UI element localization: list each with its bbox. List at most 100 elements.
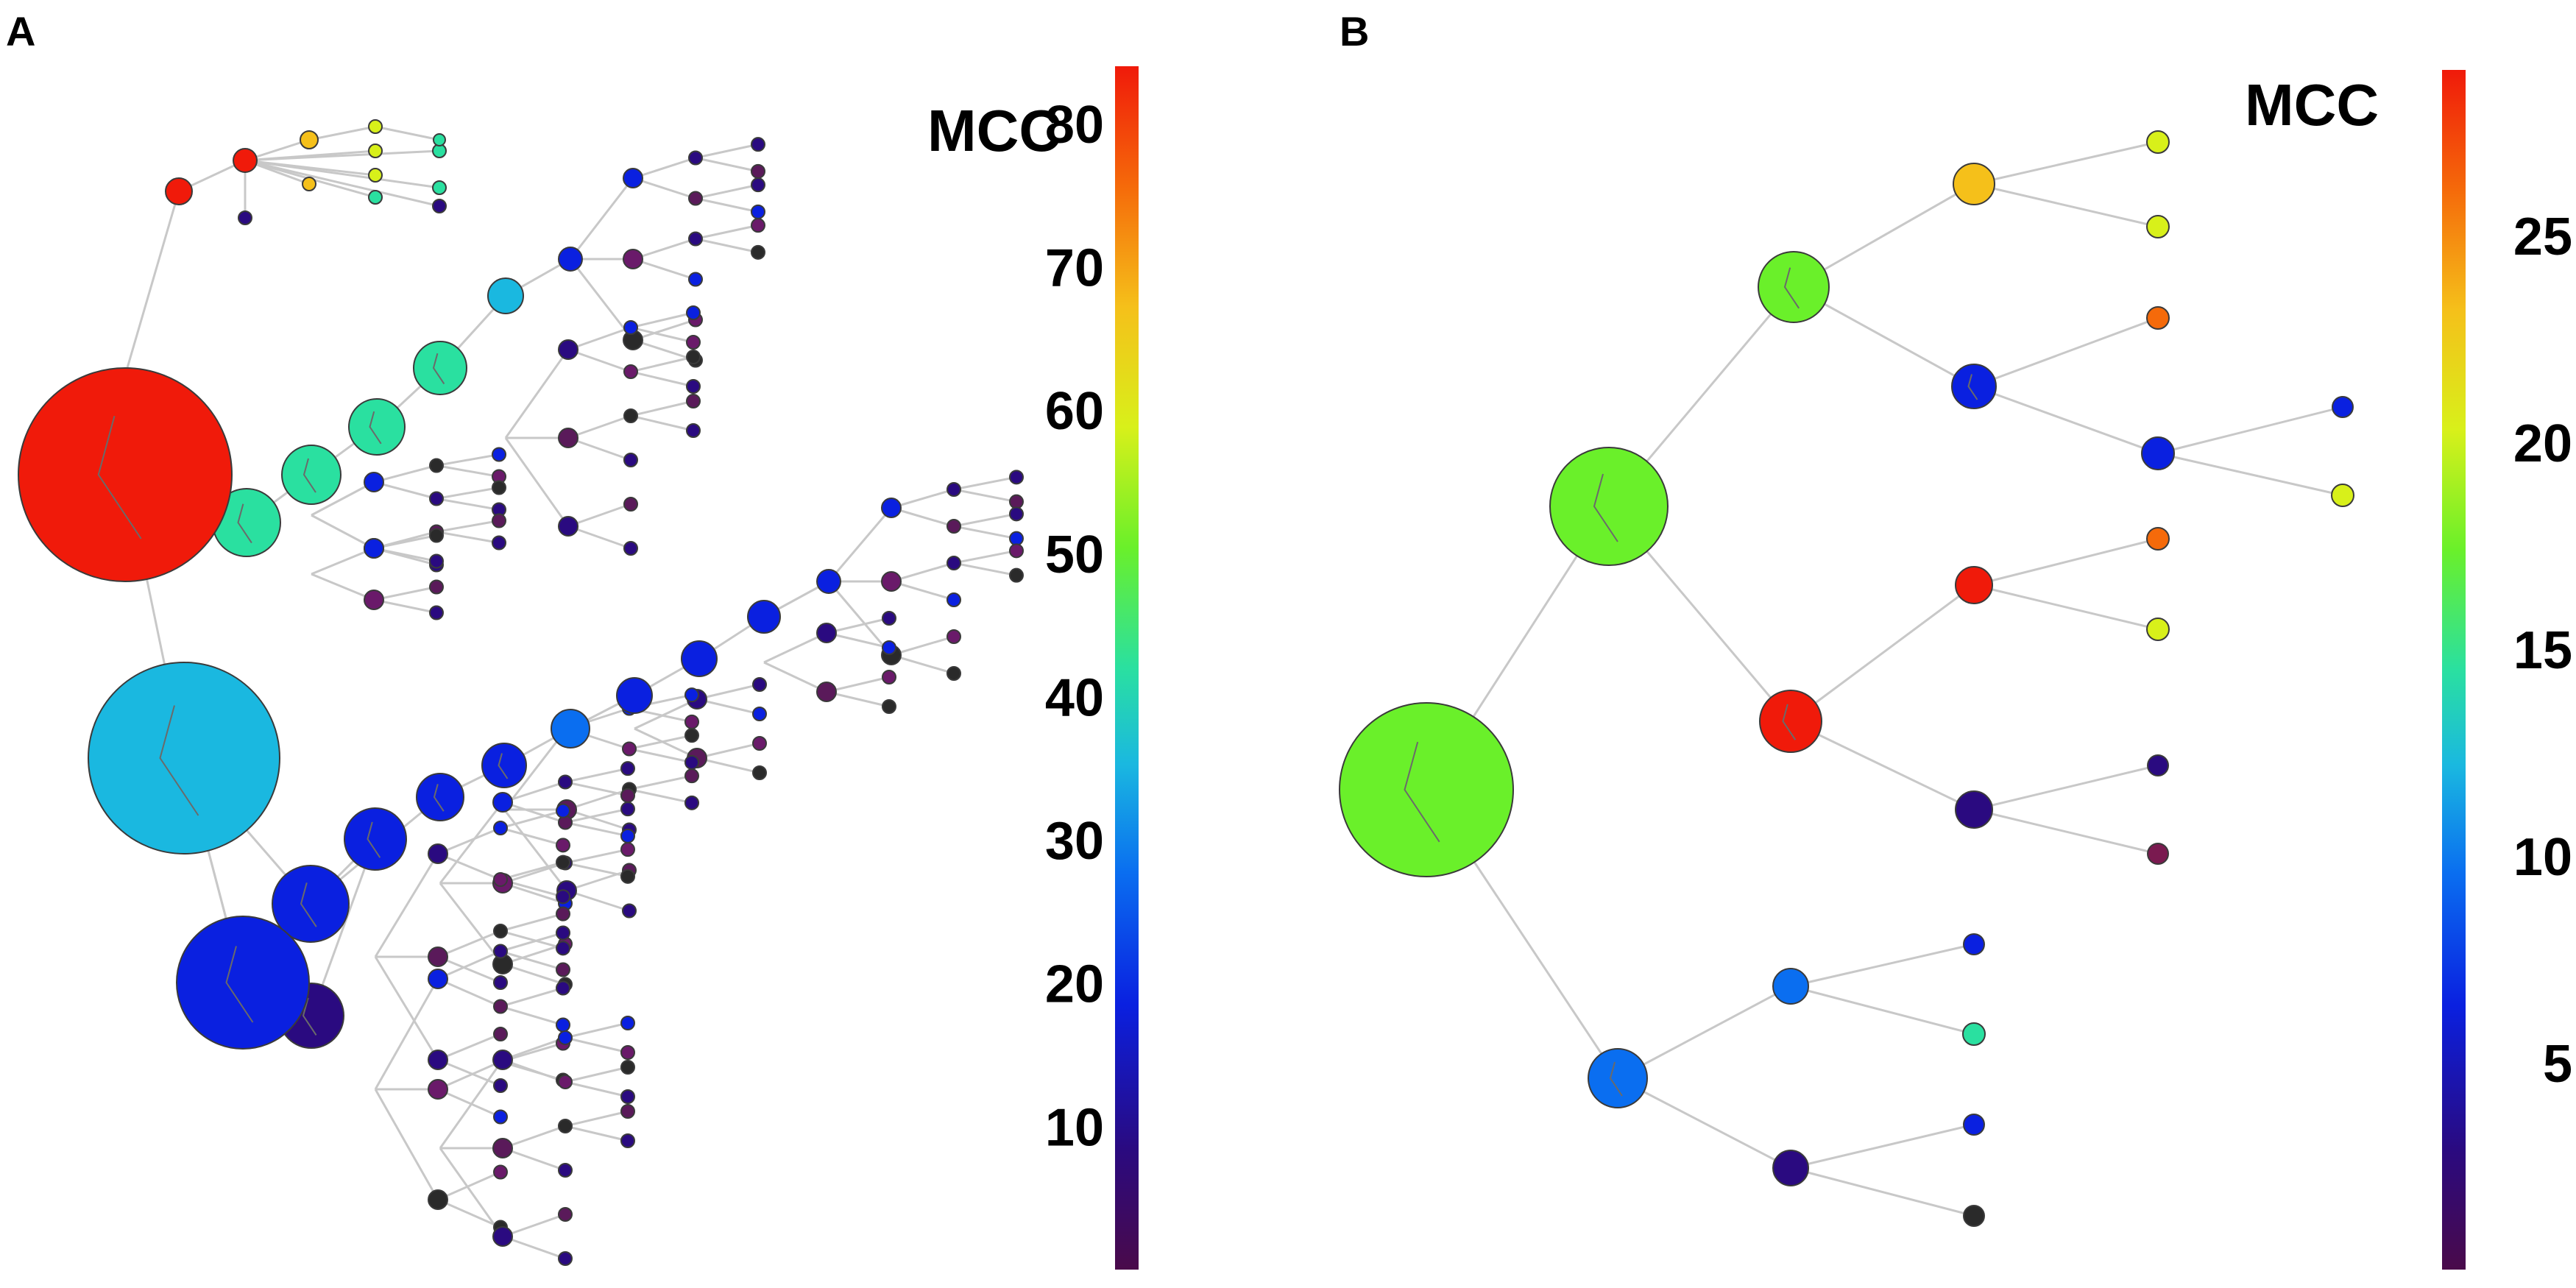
tree-edge (2157, 406, 2343, 455)
tree-edge (565, 767, 629, 783)
tree-edge (1790, 943, 1975, 988)
tree-node (752, 677, 767, 692)
tree-edge (1790, 720, 1975, 811)
tree-edge (567, 326, 631, 351)
tree-node (1009, 543, 1024, 559)
tree-node (686, 394, 701, 408)
tree-edge (565, 821, 629, 838)
tree-node (688, 231, 703, 247)
tree-edge (695, 157, 759, 173)
tree-edge (244, 149, 440, 162)
tree-edge (500, 827, 564, 846)
tree-node (751, 137, 765, 152)
tree-edge (374, 956, 439, 1061)
tree-node (88, 662, 280, 854)
tree-node (364, 590, 384, 610)
tree-node (684, 795, 699, 810)
tree-node (1955, 790, 1993, 829)
tree-edge (1617, 985, 1791, 1080)
tree-node (233, 148, 258, 173)
node-inner-stroke (432, 353, 445, 385)
tree-b-edges (1425, 141, 2343, 1217)
tree-node (751, 204, 765, 219)
tree-edge (1790, 1123, 1975, 1170)
tree-node (413, 341, 467, 395)
tree-edge (953, 549, 1017, 565)
tree-edge (502, 1036, 566, 1061)
tree-node (622, 741, 637, 757)
node-inner-stroke (433, 784, 445, 812)
tree-node (620, 1133, 635, 1148)
tree-node (493, 1109, 508, 1125)
tree-edge (565, 1066, 629, 1083)
tree-node (2332, 396, 2354, 418)
tree-edge (500, 1005, 564, 1026)
tree-node (429, 605, 444, 620)
tree-b-nodes (1339, 130, 2354, 1227)
tree-node (882, 640, 896, 655)
tree-node (620, 828, 635, 843)
tree-node (620, 1016, 635, 1030)
node-inner-stroke (302, 458, 316, 493)
tree-node (368, 190, 383, 205)
tree-edge (500, 950, 564, 971)
tree-node (686, 305, 701, 320)
tree-node (364, 538, 384, 559)
tree-node (428, 1050, 448, 1070)
tree-node (176, 916, 310, 1050)
tree-node (492, 535, 506, 551)
tree-edge (1790, 1167, 1975, 1217)
tree-edge (124, 191, 180, 376)
tree-edge (1973, 141, 2159, 185)
tree-edge (503, 809, 568, 891)
tree-node (364, 472, 384, 492)
tree-node (432, 180, 447, 195)
tree-edge (566, 808, 630, 831)
tree-node (1772, 968, 1809, 1005)
tree-edge (632, 157, 696, 180)
tree-node (620, 1089, 635, 1104)
tree-edge (629, 748, 693, 764)
tree-edge (695, 224, 759, 240)
tree-edge (373, 464, 437, 484)
tree-edge (374, 978, 439, 1090)
tree-edge (436, 531, 500, 544)
node-inner-stroke (302, 997, 317, 1036)
tree-edge (504, 437, 570, 527)
tree-edge (436, 453, 500, 467)
tree-node (281, 445, 342, 505)
node-inner-stroke (1609, 1061, 1623, 1097)
panel-a-label: A (6, 8, 35, 54)
node-inner-stroke (159, 705, 199, 816)
tree-edge (244, 159, 440, 189)
tree-node (2146, 215, 2170, 238)
tree-edge (436, 464, 500, 478)
tree-edge (953, 512, 1017, 528)
tree-edge (373, 547, 437, 562)
tree-edge (244, 159, 440, 208)
tree-node (344, 807, 407, 871)
tree-node (623, 249, 643, 269)
tree-node (688, 272, 703, 287)
tree-node (429, 491, 444, 506)
tree-edge (565, 807, 629, 824)
tree-edge (630, 311, 694, 329)
tree-edge (2157, 452, 2343, 497)
tree-node (946, 629, 961, 644)
panel-b-colorbar-title: MCC (2245, 72, 2379, 138)
tree-edge (439, 1147, 504, 1237)
tree-edge (502, 1235, 566, 1260)
tree-node (623, 320, 638, 335)
tree-node (946, 592, 961, 607)
tree-node (368, 144, 383, 158)
tree-node (688, 191, 703, 206)
tree-node (751, 218, 765, 233)
tree-edge (629, 774, 693, 790)
tree-node (882, 670, 896, 684)
tree-edge (634, 698, 698, 730)
tree-edge (500, 987, 564, 1008)
tree-edge (567, 414, 631, 439)
